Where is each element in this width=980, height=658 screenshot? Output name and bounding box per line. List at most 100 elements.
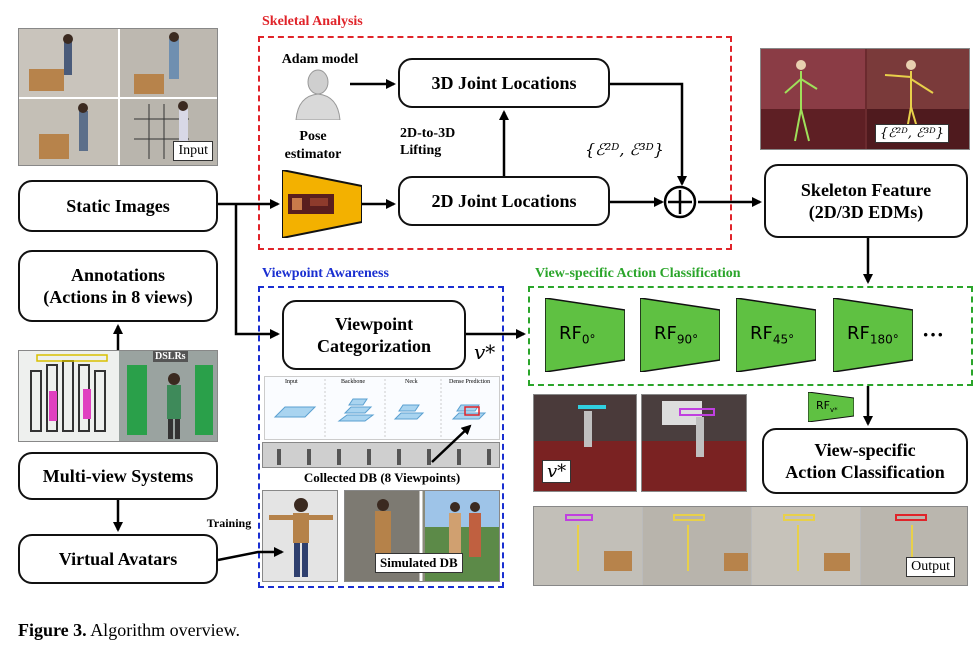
joints-3d-label: 3D Joint Locations — [431, 72, 577, 93]
net-input-label: Input — [285, 379, 298, 385]
simulated-db-label: Simulated DB — [375, 553, 463, 573]
annotations-box: Annotations (Actions in 8 views) — [18, 250, 218, 322]
arrow-3d-to-sum — [610, 82, 687, 186]
skeleton-overlay-photo: {ℰ²ᴰ, ℰ³ᴰ} — [760, 48, 970, 150]
collected-db-thumbnails — [263, 443, 499, 467]
figure-caption-label: Figure 3. — [18, 620, 87, 640]
action-classification-title: View-specific Action Classification — [535, 266, 741, 281]
figure-caption: Figure 3. Algorithm overview. — [18, 620, 240, 641]
multiview-capture-scene — [19, 351, 217, 441]
rf-filter-label: RF90° — [654, 323, 698, 347]
arrow-avatars-to-training — [217, 547, 284, 562]
skeleton-overlay-scene — [761, 49, 969, 149]
multiview-capture-photo: DSLRs — [18, 350, 218, 442]
viewpoint-awareness-frame — [258, 286, 504, 588]
collected-db-strip — [262, 442, 500, 468]
classification-frame-2 — [641, 394, 747, 492]
rf-filter-label: RF180° — [847, 323, 899, 347]
rf-filter-base: RF — [559, 323, 582, 344]
annotations-sublabel: (Actions in 8 views) — [43, 287, 193, 307]
rf-filter-shape — [640, 298, 720, 372]
rf-selected-sub: v* — [829, 406, 838, 415]
simulated-db-photo: Simulated DB — [344, 490, 500, 582]
action-classification-frame — [528, 286, 973, 386]
net-backbone-label: Backbone — [341, 379, 365, 385]
multiview-systems-box: Multi-view Systems — [18, 452, 218, 500]
rf-filter-shape — [833, 298, 913, 372]
rf-filter-2: RF45° — [736, 298, 816, 372]
input-label: Input — [173, 141, 213, 161]
network-architecture-sketch — [273, 379, 487, 439]
rf-filter-base: RF — [847, 323, 870, 344]
rf-filter-0: RF0° — [545, 298, 625, 372]
collected-db-label: Collected DB (8 Viewpoints) — [303, 470, 461, 485]
viewpoint-categorization-sublabel: Categorization — [317, 336, 431, 356]
training-label: Training — [206, 516, 252, 530]
classification-scene-2 — [642, 395, 746, 491]
lifting-line2: Lifting — [400, 142, 442, 158]
avatar-figure — [269, 498, 333, 577]
pose-estimator-line2: estimator — [284, 146, 342, 162]
rf-filter-sub: 45° — [772, 332, 795, 347]
rf-filter-label: RF0° — [559, 323, 596, 347]
input-photo-scenes — [19, 29, 217, 165]
virtual-avatars-box: Virtual Avatars — [18, 534, 218, 584]
pose-estimator-line1: Pose — [299, 129, 327, 144]
skeletal-analysis-frame — [258, 36, 732, 250]
rf-filter-sub: 180° — [869, 332, 899, 347]
rf-filter-3: RF180° — [833, 298, 913, 372]
rf-filter-1: RF90° — [640, 298, 720, 372]
static-images-label: Static Images — [66, 195, 170, 216]
viewpoint-categorization-box: Viewpoint Categorization — [282, 300, 466, 370]
classification-frame-1: v* — [533, 394, 637, 492]
input-photo-collage: Input — [18, 28, 218, 166]
net-dense-label: Dense Prediction — [449, 379, 491, 385]
net-neck-label: Neck — [405, 379, 418, 385]
pose-estimator-label: Pose estimator — [268, 128, 358, 163]
joints-3d-box: 3D Joint Locations — [398, 58, 610, 108]
skeleton-feature-label: Skeleton Feature — [800, 179, 932, 200]
multiview-systems-label: Multi-view Systems — [42, 465, 194, 486]
rf-ellipsis: ··· — [922, 322, 945, 347]
figure-caption-text: Algorithm overview. — [90, 620, 240, 640]
dslrs-label: DSLRs — [153, 351, 188, 362]
view-specific-action-sublabel: Action Classification — [785, 462, 945, 482]
adam-model-bust — [295, 69, 341, 120]
rf-filter-base: RF — [654, 323, 677, 344]
rf-selected-base: RF — [816, 399, 830, 412]
network-architecture-figure: Input Backbone Neck Dense Prediction — [264, 376, 500, 440]
virtual-avatars-label: Virtual Avatars — [58, 548, 178, 569]
v-star-label: v* — [474, 340, 496, 364]
arrow-db-to-network — [431, 424, 472, 463]
skeletal-analysis-title: Skeletal Analysis — [262, 14, 363, 29]
rf-selected-shape — [808, 392, 854, 422]
joints-2d-label: 2D Joint Locations — [431, 190, 577, 211]
rf-filter-sub: 0° — [581, 332, 596, 347]
rf-selected-filter: RFv* — [808, 392, 854, 422]
rf-selected-text: RFv* — [816, 399, 838, 414]
rf-filter-base: RF — [750, 323, 773, 344]
joints-2d-box: 2D Joint Locations — [398, 176, 610, 226]
arrow-static-to-viewpoint — [234, 204, 280, 339]
lifting-label: 2D-to-3D Lifting — [400, 126, 480, 160]
rf-filter-shape — [545, 298, 625, 372]
skeleton-feature-box: Skeleton Feature (2D/3D EDMs) — [764, 164, 968, 238]
rf-filter-label: RF45° — [750, 323, 794, 347]
view-specific-action-label: View-specific — [814, 439, 916, 460]
annotations-label: Annotations — [70, 264, 166, 285]
output-label: Output — [906, 557, 955, 577]
viewpoint-awareness-title: Viewpoint Awareness — [262, 266, 389, 281]
rf-filter-sub: 90° — [676, 332, 699, 347]
skeleton-feature-sublabel: (2D/3D EDMs) — [808, 202, 924, 222]
edm-overlay-label: {ℰ²ᴰ, ℰ³ᴰ} — [874, 124, 949, 143]
adam-model-label: Adam model — [281, 52, 359, 67]
view-specific-action-box: View-specific Action Classification — [762, 428, 968, 494]
edm-set-label: {ℰ²ᴰ, ℰ³ᴰ} — [585, 140, 664, 159]
output-photo-strip: Output — [533, 506, 968, 586]
output-photo-scenes — [534, 507, 967, 585]
pose-estimator-icon — [282, 170, 362, 238]
v-star-frame-label: v* — [542, 460, 572, 483]
static-images-box: Static Images — [18, 180, 218, 232]
rf-filter-shape — [736, 298, 816, 372]
